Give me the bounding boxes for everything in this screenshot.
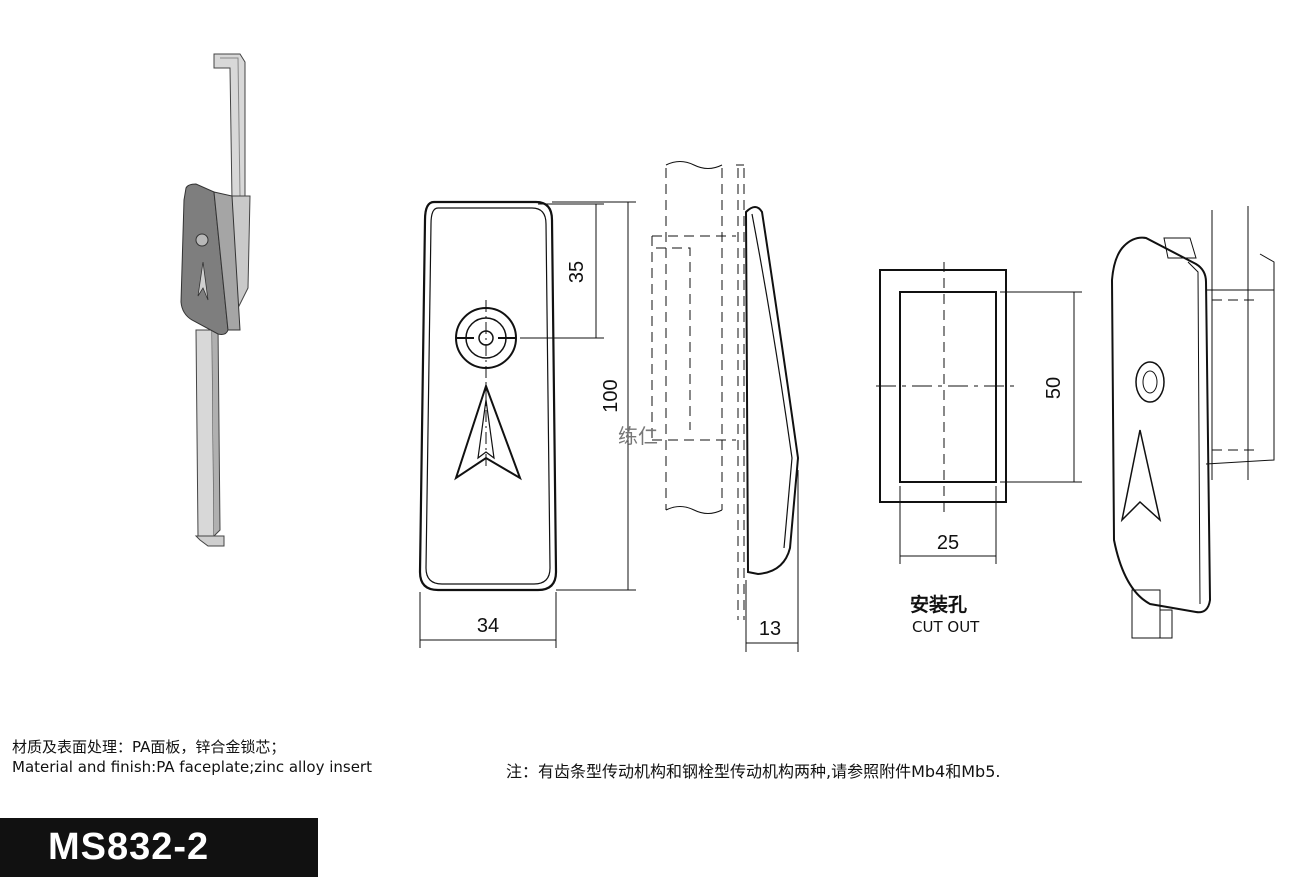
dim-100-label: 100	[600, 379, 622, 412]
model-title-bar	[0, 818, 318, 877]
model-code: MS832-2	[48, 826, 210, 868]
mechanism-note: 注：有齿条型传动机构和钢栓型传动机构两种,请参照附件Mb4和Mb5.	[506, 762, 1001, 781]
material-note-en: Material and finish:PA faceplate;zinc al…	[12, 758, 372, 776]
side-view	[651, 161, 800, 652]
latch-3d-render-left	[180, 53, 251, 547]
dim-34-label: 34	[477, 615, 499, 637]
cutout-view	[876, 262, 1082, 564]
dim-13-label: 13	[759, 618, 781, 640]
dim-25-label: 25	[937, 532, 959, 554]
material-note-cn: 材质及表面处理：PA面板，锌合金锁芯；	[12, 738, 286, 756]
front-view	[418, 200, 636, 648]
cutout-label-en: CUT OUT	[912, 618, 980, 636]
watermark: 练仁	[618, 424, 658, 448]
cutout-label-cn: 安装孔	[910, 594, 968, 616]
latch-3d-render-right	[1110, 206, 1275, 639]
dim-50-label: 50	[1043, 377, 1065, 399]
dim-35-label: 35	[566, 261, 588, 283]
